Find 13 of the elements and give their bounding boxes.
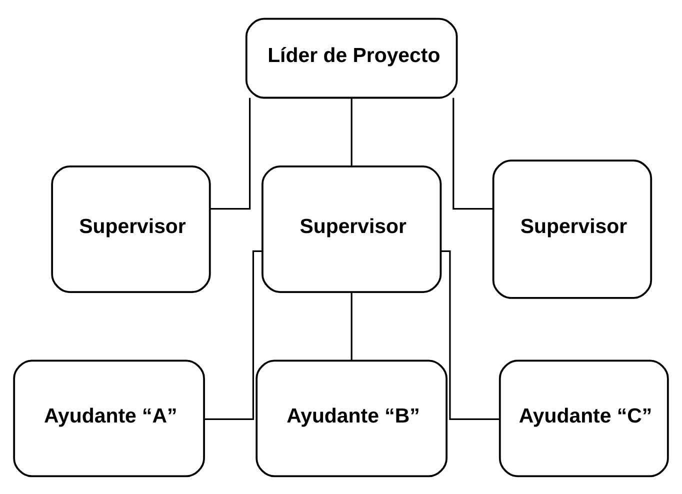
node-box: Líder de Proyecto bbox=[245, 17, 458, 98]
connector bbox=[350, 97, 352, 166]
node-box: Supervisor bbox=[262, 164, 442, 292]
connector bbox=[452, 97, 493, 210]
node-box: Supervisor bbox=[492, 159, 652, 298]
connector bbox=[350, 292, 352, 360]
node-box: Ayudante “C” bbox=[498, 359, 669, 477]
node-box: Supervisor bbox=[51, 164, 211, 292]
connector bbox=[440, 250, 500, 420]
node-box: Ayudante “A” bbox=[13, 359, 205, 477]
connector bbox=[210, 97, 251, 210]
node-box: Ayudante “B” bbox=[256, 359, 448, 477]
connector bbox=[204, 250, 262, 420]
